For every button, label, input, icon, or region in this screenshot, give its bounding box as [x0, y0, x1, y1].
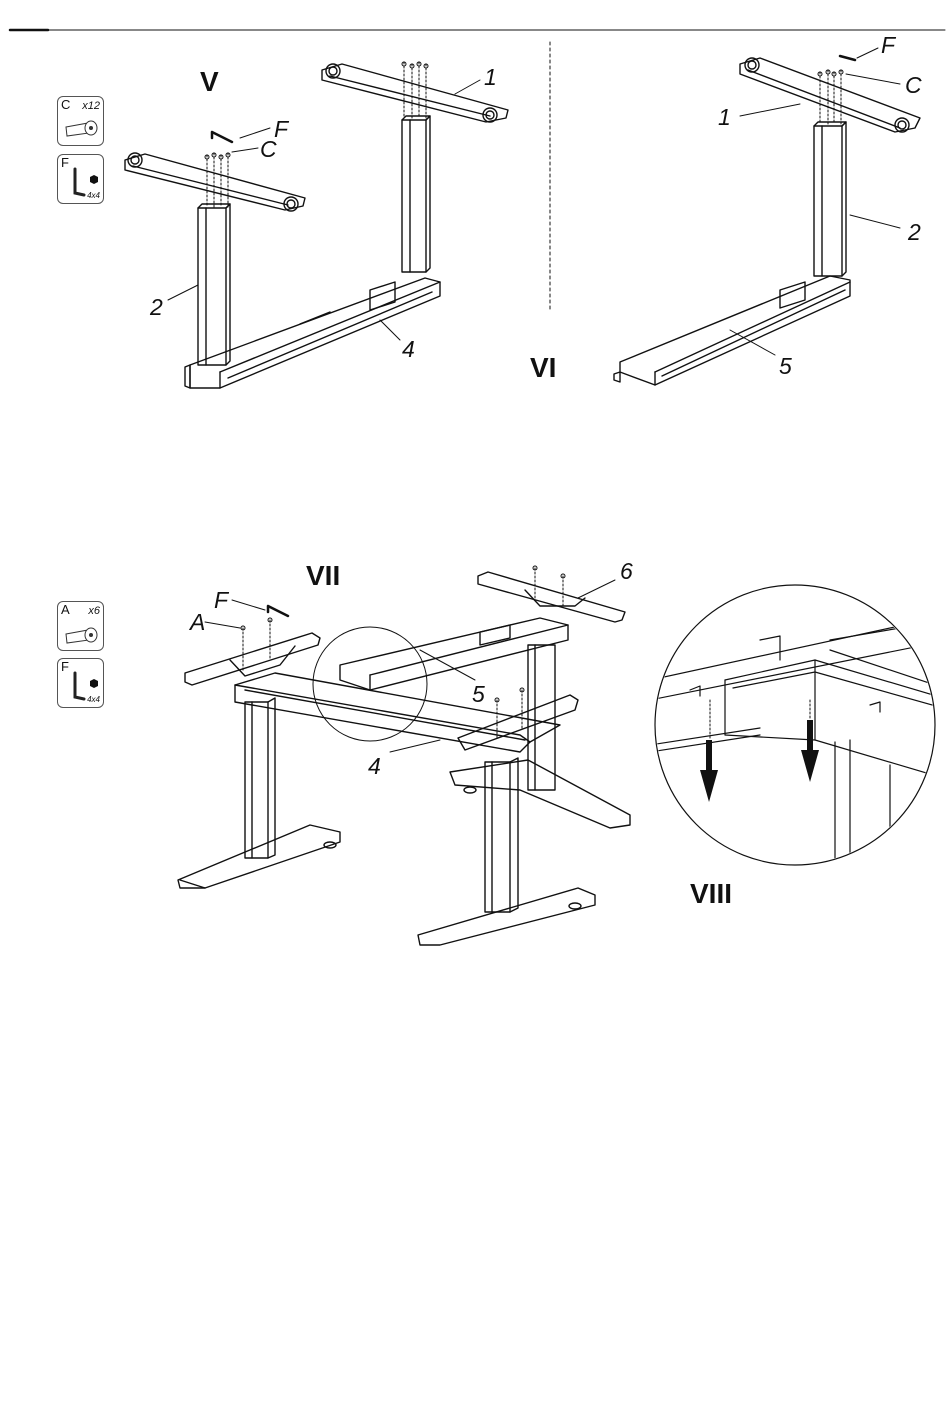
down-arrow-icon [700, 720, 819, 802]
step-viii-drawing [650, 585, 950, 870]
callout-part-2: 2 [150, 296, 163, 319]
step-label-viii: VIII [690, 878, 732, 910]
callout-part-c: C [260, 138, 277, 161]
step-label-v: V [200, 66, 219, 98]
callout-part-5: 5 [472, 683, 485, 706]
bolt-icon [58, 602, 105, 652]
callout-part-c: C [905, 74, 922, 97]
step-v-drawing [125, 62, 508, 388]
callout-part-a: A [190, 611, 205, 634]
callout-part-1: 1 [718, 106, 731, 129]
part-box-f: F 4x4 [57, 154, 104, 204]
part-box-a: A x6 [57, 601, 104, 651]
callout-part-5: 5 [779, 355, 792, 378]
part-box-f-2: F 4x4 [57, 658, 104, 708]
callout-part-f: F [881, 34, 895, 57]
callout-part-f: F [214, 589, 228, 612]
hex-key-icon [58, 659, 105, 709]
step-vii-drawing [178, 566, 630, 945]
callout-part-1: 1 [484, 66, 497, 89]
hex-key-icon [58, 155, 105, 205]
step-label-vi: VI [530, 352, 556, 384]
step-vi-drawing [614, 48, 920, 385]
callout-part-2: 2 [908, 221, 921, 244]
callout-part-4: 4 [402, 338, 415, 361]
part-box-c: C x12 [57, 96, 104, 146]
bolt-icon [58, 97, 105, 147]
callout-part-6: 6 [620, 560, 633, 583]
callout-part-4: 4 [368, 755, 381, 778]
step-label-vii: VII [306, 560, 340, 592]
